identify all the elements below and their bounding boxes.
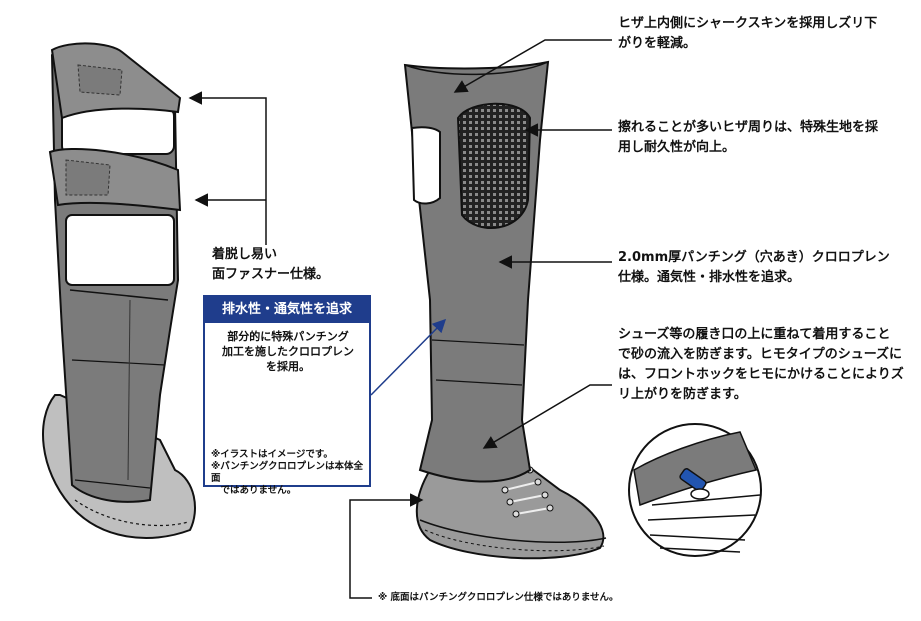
punching-annotation: 2.0mm厚パンチング（穴あき）クロロプレン 仕様。通気性・排水性を追求。: [618, 248, 890, 288]
front-hook-detail: [629, 424, 761, 556]
drainage-callout: 排水性・通気性を追求 部分的に特殊パンチング 加工を施したクロロプレン を採用。…: [203, 295, 371, 487]
knee-fabric-annotation: 擦れることが多いヒザ周りは、特殊生地を採 用し耐久性が向上。: [618, 118, 878, 158]
knee-mesh-patch: [458, 104, 530, 228]
callout-title: 排水性・通気性を追求: [205, 297, 369, 323]
sole-leader: [350, 500, 422, 598]
shoe-hook-annotation: シューズ等の履き口の上に重ねて着用すること で砂の流入を防ぎます。ヒモタイプのシ…: [618, 325, 904, 405]
left-fastener-leaders: [190, 98, 266, 245]
sharkskin-annotation: ヒザ上内側にシャークスキンを採用しズリ下 がりを軽減。: [618, 14, 877, 54]
callout-description: 部分的に特殊パンチング 加工を施したクロロプレン を採用。: [213, 329, 363, 374]
fastener-annotation: 着脱し易い 面ファスナー仕様。: [212, 245, 329, 285]
callout-footnote-1: ※イラストはイメージです。: [211, 449, 333, 461]
sole-note: ※ 底面はパンチングクロロプレン仕様ではありません。: [378, 592, 619, 604]
right-leg-guard: [405, 62, 606, 558]
callout-footnote-2: ※パンチングクロロプレンは本体全面 ではありません。: [211, 461, 369, 497]
left-leg-guard: [43, 43, 195, 538]
